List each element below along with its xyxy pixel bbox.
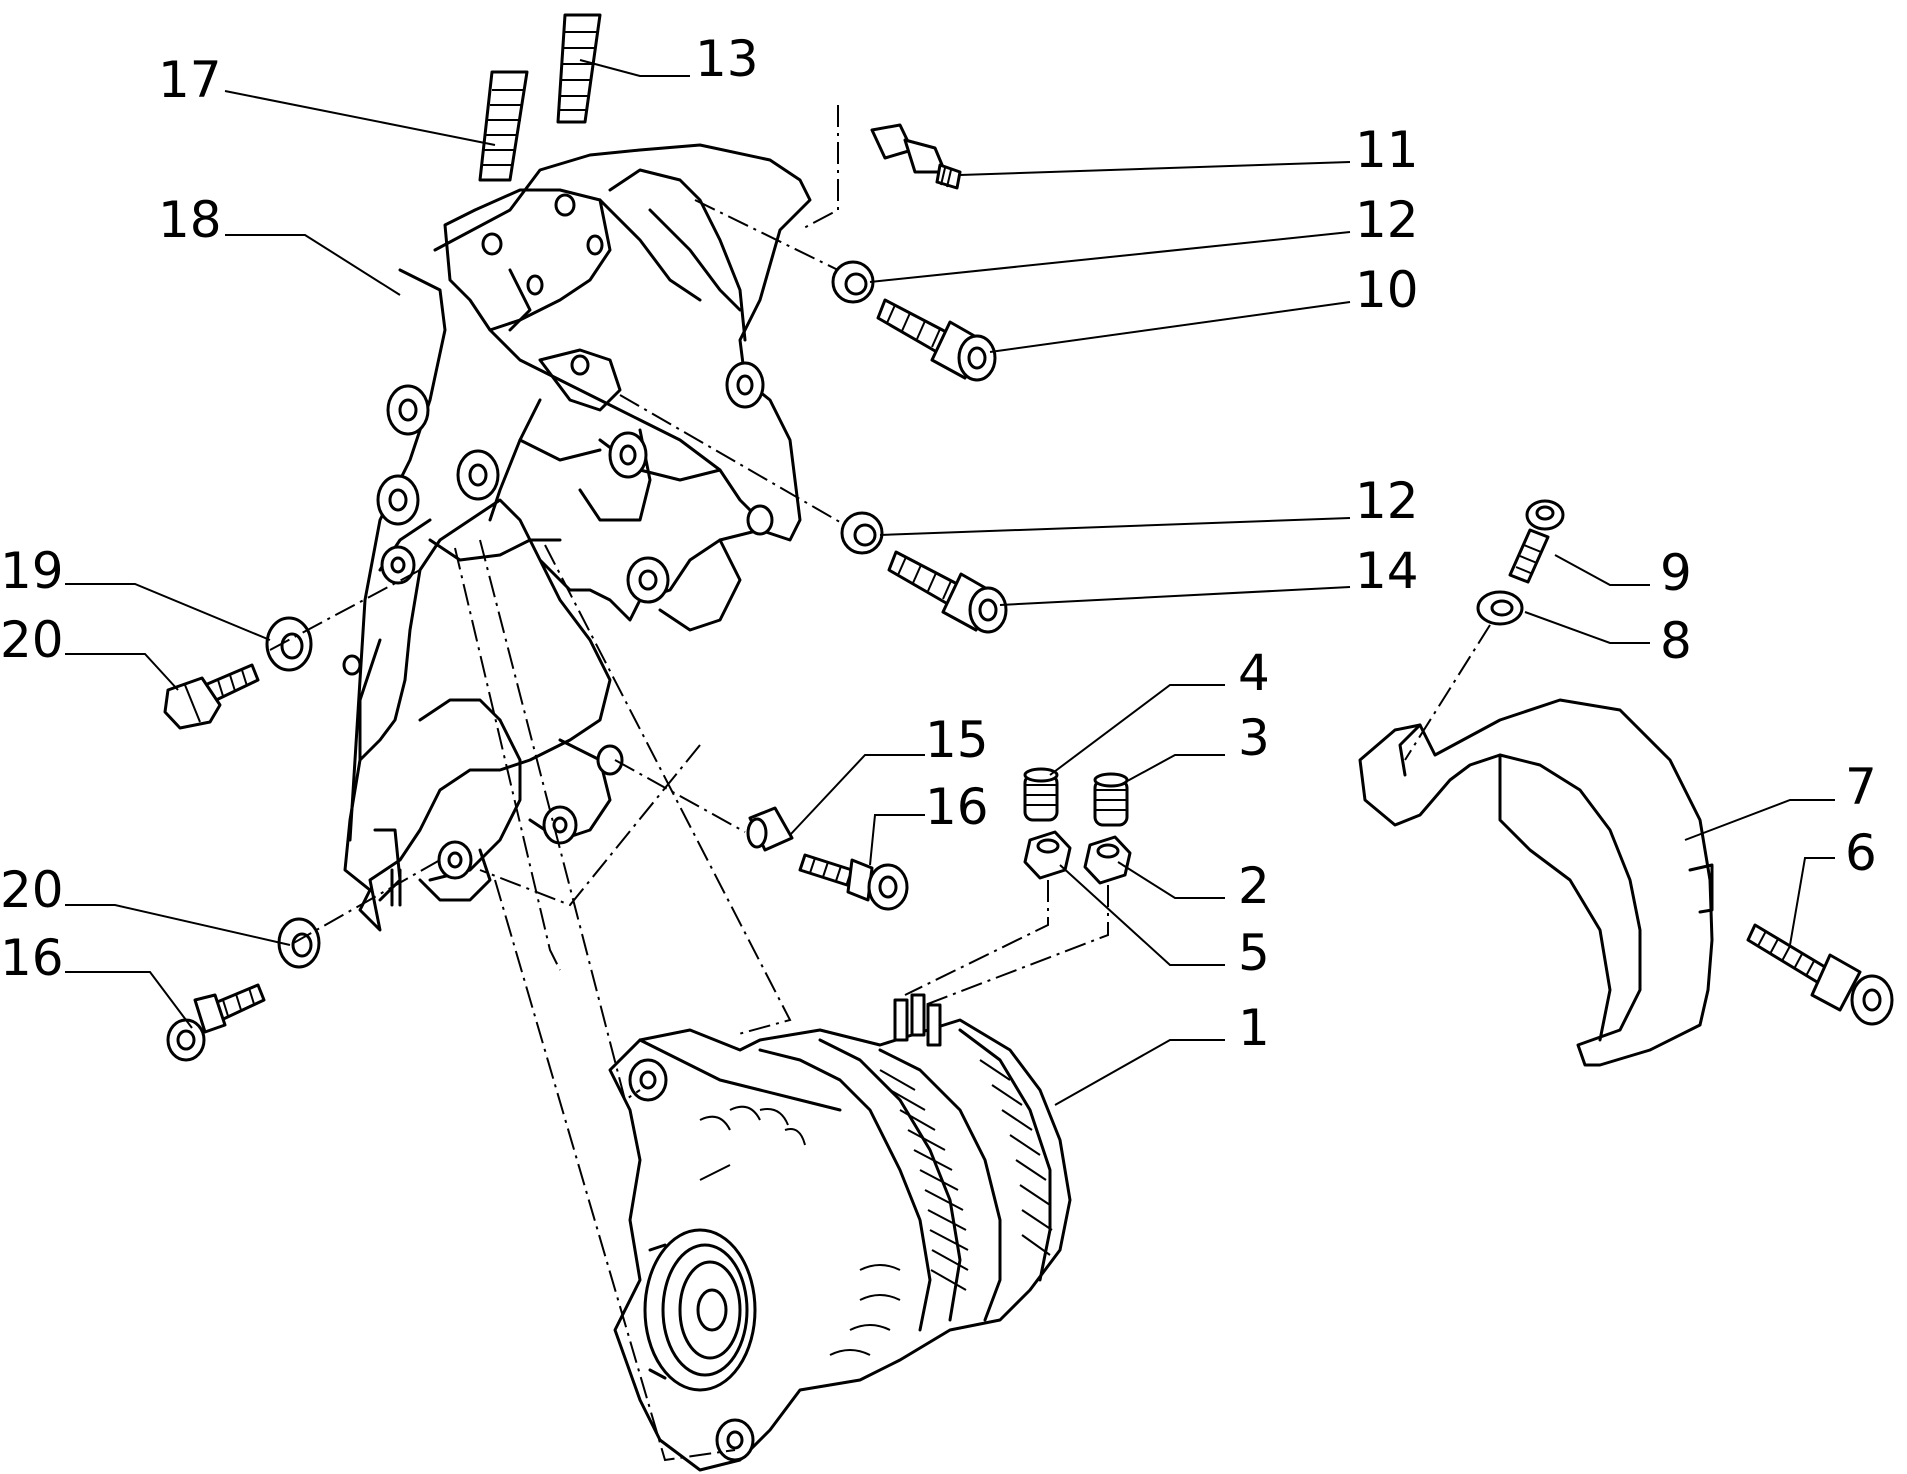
callout-14: 14: [1355, 542, 1419, 600]
alternator: [608, 993, 1072, 1472]
bolt-20-upper: [163, 663, 260, 730]
flange-bolt-16: [798, 853, 909, 911]
callout-20-upper: 20: [0, 611, 64, 669]
callout-17: 17: [158, 51, 222, 109]
cap-screw-9: [1508, 499, 1565, 584]
washer-20-lower: [277, 917, 321, 969]
callout-12-upper: 12: [1355, 191, 1419, 249]
callout-4: 4: [1238, 644, 1270, 702]
callout-9: 9: [1660, 544, 1692, 602]
washer-12-lower: [840, 511, 884, 555]
insert-15: [746, 806, 794, 852]
washer-19: [265, 616, 313, 672]
callout-8: 8: [1660, 612, 1692, 670]
leader-lines: [65, 59, 1835, 1106]
callout-7: 7: [1845, 758, 1877, 816]
callout-12-lower: 12: [1355, 472, 1419, 530]
mounting-bracket: [342, 143, 812, 932]
fitting-11: [870, 123, 962, 190]
callout-3: 3: [1238, 709, 1270, 767]
callout-19: 19: [0, 542, 64, 600]
callout-5: 5: [1238, 924, 1270, 982]
callout-11: 11: [1355, 121, 1419, 179]
callout-10: 10: [1355, 261, 1419, 319]
threaded-insert-3: [1093, 772, 1129, 827]
callout-1: 1: [1238, 999, 1270, 1057]
callout-2: 2: [1238, 857, 1270, 915]
callout-labels: 17 13 18 11 12 10 12 14 19 20 15 16 4 3 …: [0, 30, 1877, 1057]
nut-5: [1023, 830, 1072, 880]
callout-16-left: 16: [0, 929, 64, 987]
flange-bolt-16-lower: [166, 983, 266, 1062]
cap-screw-14: [887, 550, 1008, 634]
cap-screw-6: [1746, 923, 1894, 1026]
callout-20-lower: 20: [0, 861, 64, 919]
callout-6: 6: [1845, 824, 1877, 882]
callout-16-right: 16: [925, 778, 989, 836]
callout-18: 18: [158, 191, 222, 249]
assembly-lines: [269, 105, 1491, 1462]
stud-13: [556, 13, 602, 124]
callout-15: 15: [925, 711, 989, 769]
washer-12-upper: [831, 260, 875, 304]
washer-8: [1476, 590, 1524, 626]
stud-17: [478, 70, 529, 182]
callout-13: 13: [695, 30, 759, 88]
nut-2: [1083, 835, 1132, 885]
cap-screw-10: [876, 298, 997, 382]
belt-guard: [1358, 698, 1714, 1067]
threaded-insert-4: [1023, 767, 1059, 822]
